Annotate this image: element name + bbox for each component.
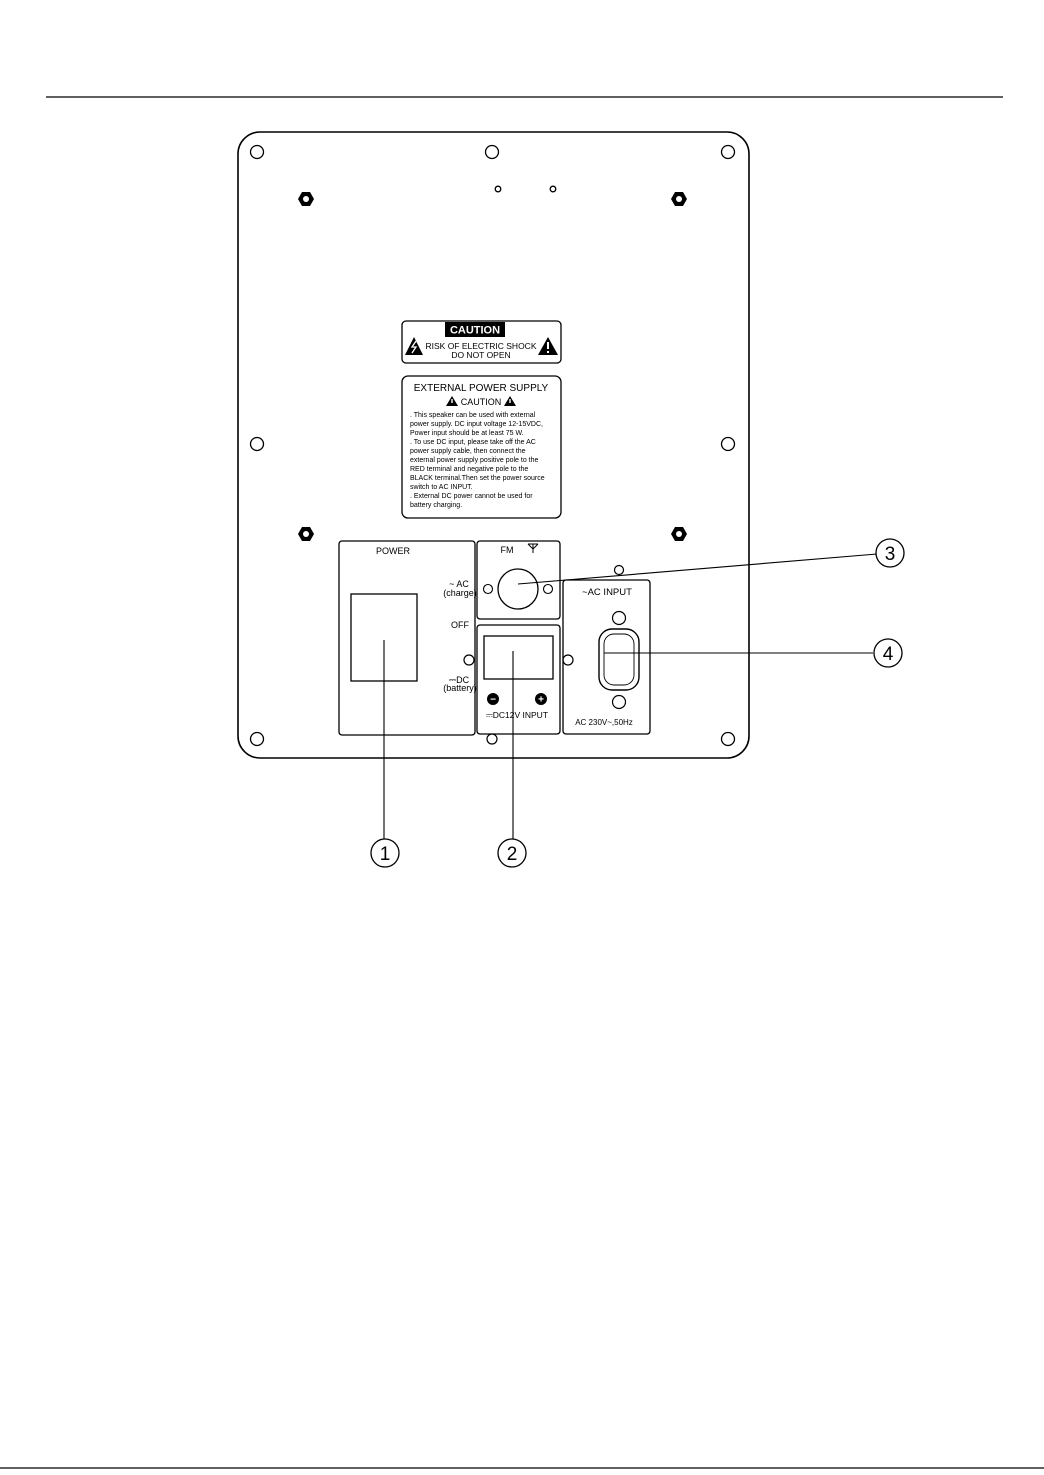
note-line: Power input should be at least 75 W. [410, 430, 524, 437]
note-line: external power supply positive pole to t… [410, 457, 539, 464]
warning-icon [504, 396, 516, 406]
power-title: POWER [376, 546, 411, 556]
small-hole [494, 185, 502, 193]
mounting-hole [484, 144, 500, 160]
fm-title: FM [501, 545, 514, 555]
callout-4: 4 [873, 638, 903, 668]
fm-panel: FM [476, 540, 561, 620]
ac-charge-sub-label: (charge) [443, 588, 477, 598]
mounting-hole [249, 436, 265, 452]
caution-label: CAUTION RISK OF ELECTRIC SHOCK DO NOT OP… [401, 320, 562, 364]
mounting-hole [562, 654, 574, 666]
note-line: power supply cable, then connect the [410, 448, 526, 455]
caution-line-2: DO NOT OPEN [451, 350, 510, 360]
mounting-hole [720, 731, 736, 747]
rear-plate [237, 131, 750, 759]
callout-1: 1 [370, 838, 400, 868]
mounting-hole [486, 733, 498, 745]
minus-terminal-icon: − [487, 693, 499, 706]
mounting-hole [463, 654, 475, 666]
mounting-hole [249, 731, 265, 747]
note-line: power supply. DC input voltage 12-15VDC, [410, 421, 543, 428]
note-line: . This speaker can be used with external [410, 412, 536, 419]
callout-2: 2 [497, 838, 527, 868]
note-line: . External DC power cannot be used for [410, 493, 533, 500]
ac-input-title: ~AC INPUT [582, 587, 632, 598]
svg-text:−: − [490, 695, 496, 706]
mounting-hole [611, 694, 627, 710]
mounting-hole [720, 144, 736, 160]
small-hole [549, 185, 557, 193]
callout-number: 4 [883, 644, 894, 665]
caution-line-1: RISK OF ELECTRIC SHOCK [426, 341, 537, 351]
ac-input-panel: ~AC INPUT AC 230V~,50Hz [562, 564, 651, 735]
dc-battery-sub-label: (battery) [443, 683, 477, 693]
power-panel: POWER ~ AC (charge) OFF ⎓DC (battery) [338, 540, 477, 736]
mounting-hole [613, 564, 625, 576]
note-line: battery charging. [410, 502, 462, 509]
dc-input-terminal[interactable] [483, 635, 554, 680]
power-supply-title: EXTERNAL POWER SUPPLY [414, 383, 549, 394]
hex-nut-icon [671, 192, 687, 206]
callout-3: 3 [875, 538, 905, 568]
power-supply-label: EXTERNAL POWER SUPPLY CAUTION . This spe… [401, 375, 562, 519]
ac-input-rating: AC 230V~,50Hz [575, 718, 633, 727]
callout-number: 2 [507, 844, 518, 865]
power-supply-caution: CAUTION [461, 397, 502, 407]
caution-title: CAUTION [450, 325, 500, 337]
mounting-hole [249, 144, 265, 160]
mounting-holes [249, 144, 736, 747]
caution-title-box [445, 322, 505, 337]
note-line: . To use DC input, please take off the A… [410, 439, 536, 446]
exclamation-warning-icon [538, 337, 558, 355]
note-line: BLACK terminal.Then set the power source [410, 475, 545, 482]
hex-nut-icon [298, 192, 314, 206]
callout-number: 1 [380, 844, 391, 865]
note-line: RED terminal and negative pole to the [410, 466, 528, 473]
warning-icon [446, 396, 458, 406]
hex-nut-icon [298, 527, 314, 541]
leader-line-3 [517, 553, 878, 585]
plus-terminal-icon: + [535, 693, 547, 706]
callouts: 1 2 3 4 [370, 538, 905, 868]
dc-input-panel: − + ⎓DC12V INPUT [476, 624, 574, 745]
ac-charge-label: ~ AC [449, 579, 469, 589]
mounting-hole [542, 583, 554, 595]
mounting-hole [720, 436, 736, 452]
leader-lines [383, 553, 878, 839]
fm-antenna-jack[interactable] [497, 568, 539, 610]
callout-number: 3 [885, 544, 896, 565]
svg-text:+: + [538, 695, 544, 706]
power-supply-notes: . This speaker can be used with external… [410, 412, 545, 509]
dc-battery-label: ⎓DC [449, 675, 470, 685]
mounting-hole [482, 583, 494, 595]
off-label: OFF [451, 620, 469, 630]
lightning-warning-icon [405, 337, 423, 355]
mounting-hole [611, 610, 627, 626]
dc-input-title: ⎓DC12V INPUT [486, 710, 548, 720]
antenna-icon [527, 543, 539, 553]
hex-nut-icon [671, 527, 687, 541]
note-line: switch to AC INPUT. [410, 484, 473, 491]
hex-nuts [298, 192, 687, 541]
ac-input-socket[interactable] [598, 628, 640, 691]
